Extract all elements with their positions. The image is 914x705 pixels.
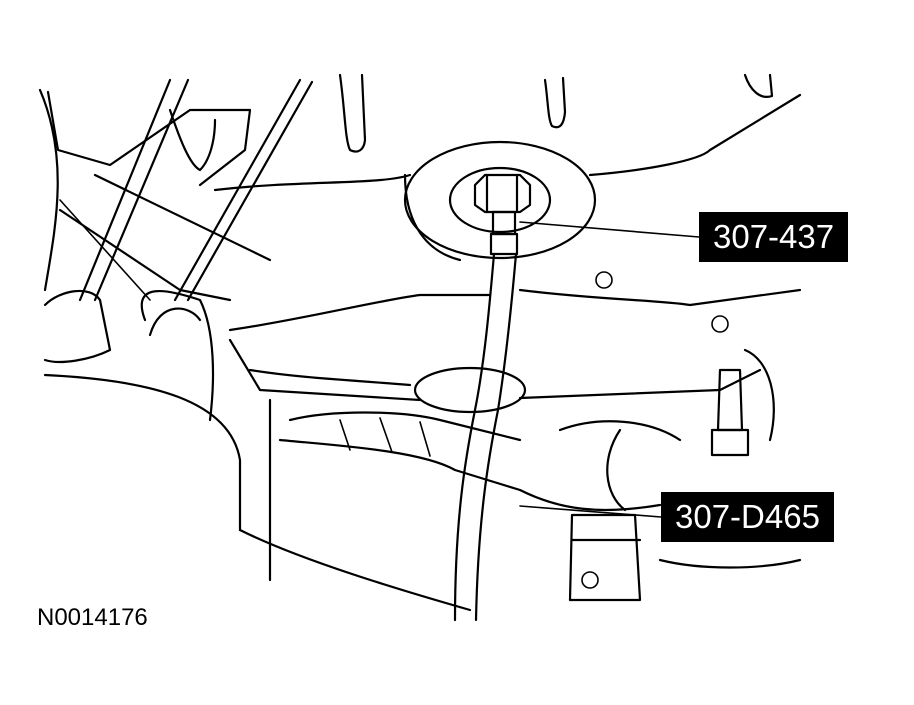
leader-line-1 (519, 221, 700, 238)
left-rods (59, 78, 314, 302)
housing-outline (38, 73, 802, 302)
fitting-nut (473, 173, 532, 256)
oxygen-sensor (710, 348, 775, 457)
bracket (568, 513, 642, 602)
hose (453, 252, 518, 622)
lower-body (43, 289, 802, 612)
callout-label-307-437: 307-437 (699, 212, 849, 262)
pan-edge (228, 288, 802, 414)
leader-line-2 (519, 505, 662, 518)
callout-label-307-d465: 307-D465 (661, 492, 834, 542)
figure-id: N0014176 (37, 604, 148, 631)
exhaust-pipe (278, 411, 682, 512)
upper-boss (403, 140, 729, 333)
